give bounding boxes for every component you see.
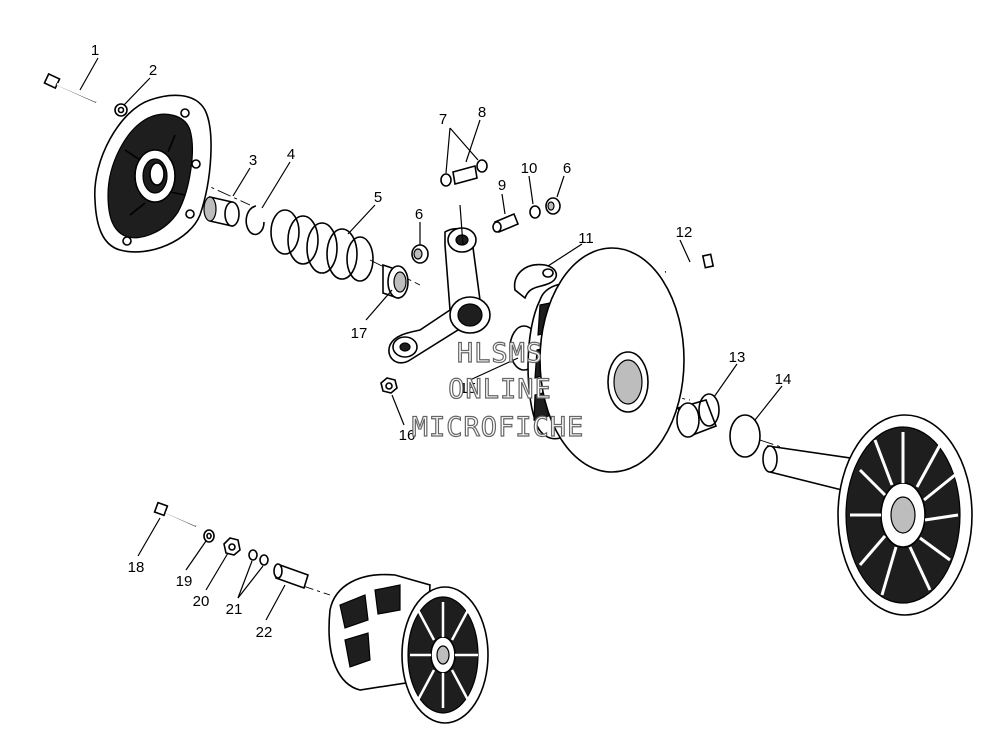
- part-12-bolt: [664, 253, 715, 274]
- callout-11: 11: [578, 230, 594, 247]
- callout-9: 9: [498, 177, 506, 194]
- leader-lines: [79, 57, 783, 621]
- callout-6-left: 6: [415, 206, 423, 223]
- part-14-ring: [729, 414, 761, 458]
- callout-19: 19: [176, 573, 193, 590]
- callout-3: 3: [249, 152, 257, 169]
- callout-2: 2: [149, 62, 157, 79]
- part-16-nut: [380, 377, 398, 394]
- callout-6-right: 6: [563, 160, 571, 177]
- part-6-roller-right: [545, 197, 561, 215]
- callout-20: 20: [193, 593, 210, 610]
- part-2-washer: [114, 103, 128, 117]
- part-6-roller-left: [411, 244, 429, 264]
- moveable-sheave: [527, 247, 685, 473]
- part-22-sleeve: [273, 563, 309, 590]
- callout-labels: 1 2 3 4 5 6 6 7 8 9 10 11 12 13 14 15 16…: [91, 42, 792, 641]
- assembled-clutch: [328, 573, 489, 724]
- part-10-washer: [529, 205, 541, 219]
- callout-5: 5: [374, 189, 382, 206]
- part-13-bushing: [676, 393, 720, 438]
- callout-15: 15: [460, 380, 477, 397]
- watermark-line-1: HLSMS: [457, 338, 543, 369]
- watermark: HLSMS ONLINE MICROFICHE: [411, 337, 585, 443]
- callout-1: 1: [91, 42, 99, 59]
- callout-7: 7: [439, 111, 447, 128]
- part-17-spring-cup: [382, 263, 409, 300]
- part-20-nut: [223, 537, 241, 556]
- callout-16: 16: [399, 427, 416, 444]
- callout-22: 22: [256, 624, 273, 641]
- part-18-bolt: [153, 501, 197, 527]
- part-4-snap-ring: [245, 205, 265, 236]
- part-19-washer: [203, 529, 215, 543]
- part-9-pin: [492, 212, 520, 234]
- part-11-weight: [513, 263, 558, 300]
- part-5-spring: [270, 209, 374, 282]
- callout-14: 14: [775, 371, 792, 388]
- callout-12: 12: [676, 224, 693, 241]
- clutch-cover-plate: [94, 94, 212, 253]
- watermark-line-3: MICROFICHE: [412, 412, 585, 443]
- callout-17: 17: [351, 325, 368, 342]
- callout-21: 21: [226, 601, 243, 618]
- callout-13: 13: [729, 349, 746, 366]
- spider-arm-assembly: [388, 227, 491, 364]
- callout-10: 10: [521, 160, 538, 177]
- part-1-bolt: [43, 72, 97, 103]
- part-7-8-pin-and-washers: [440, 159, 488, 187]
- callout-4: 4: [287, 146, 295, 163]
- callout-8: 8: [478, 104, 486, 121]
- callout-18: 18: [128, 559, 145, 576]
- part-3-bushing: [203, 195, 240, 228]
- watermark-line-2: ONLINE: [448, 374, 552, 405]
- fixed-sheave-with-shaft: [762, 414, 973, 616]
- part-21-washers: [248, 549, 269, 566]
